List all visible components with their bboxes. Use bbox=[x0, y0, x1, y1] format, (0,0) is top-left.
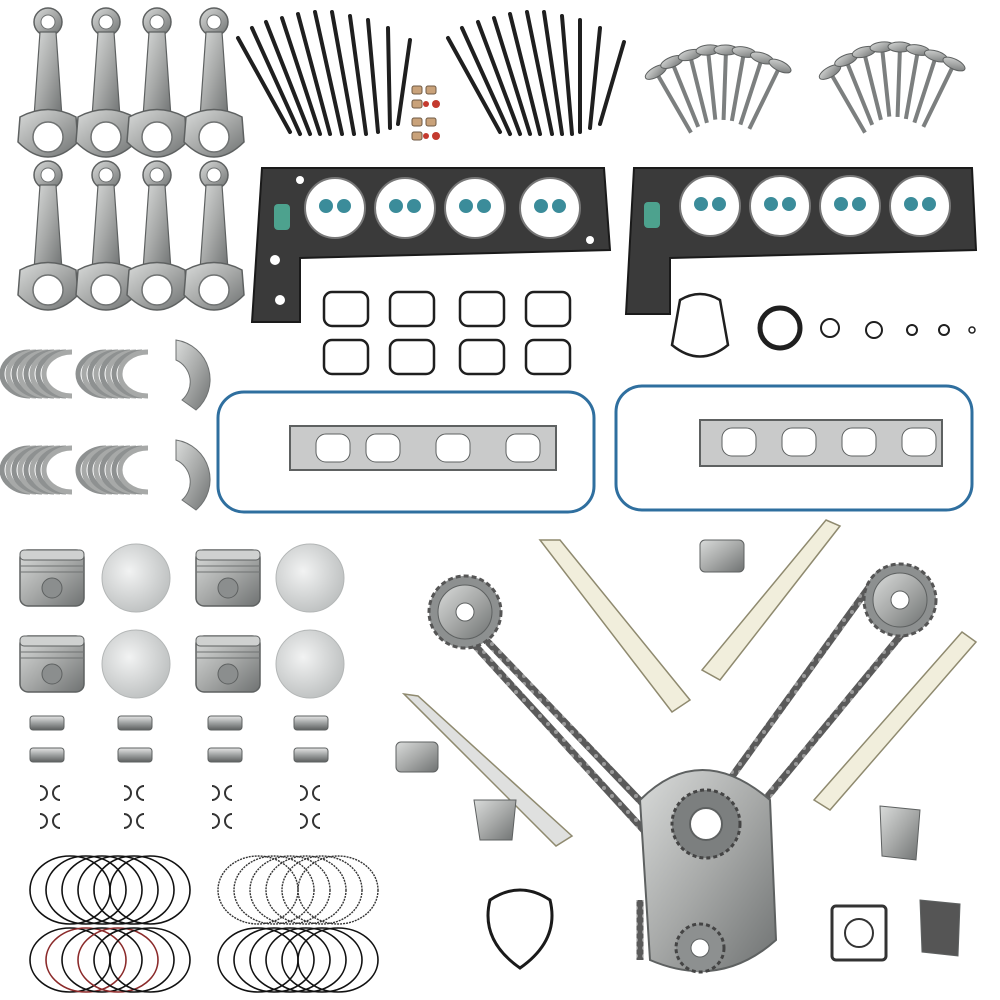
thrust-washers bbox=[175, 339, 211, 511]
valve-cover-gasket-left bbox=[216, 390, 596, 514]
pin-clips bbox=[39, 785, 321, 829]
piston-rings-set-4 bbox=[217, 927, 379, 993]
small-plates bbox=[473, 799, 961, 962]
timing-chains bbox=[437, 569, 933, 960]
cam-sprocket-left bbox=[427, 574, 503, 650]
piston-rings-set-3 bbox=[29, 927, 191, 993]
chain-guides bbox=[401, 519, 978, 847]
valves-right bbox=[815, 38, 967, 141]
head-bolts-left bbox=[236, 10, 412, 136]
head-gasket-right bbox=[624, 167, 978, 315]
piston-tops bbox=[101, 543, 345, 699]
small-bolts bbox=[411, 85, 440, 141]
cam-sprocket-right bbox=[862, 562, 938, 638]
intake-port-gaskets bbox=[322, 290, 572, 376]
wrist-pins bbox=[29, 715, 329, 763]
valve-cover-gasket-right bbox=[614, 384, 974, 512]
head-bolts-right bbox=[446, 10, 626, 136]
exhaust-gasket-right bbox=[699, 419, 943, 467]
connecting-rods bbox=[17, 7, 245, 311]
bearing-sets bbox=[2, 352, 148, 492]
exhaust-gasket-left bbox=[289, 425, 557, 471]
timing-cover bbox=[638, 769, 778, 974]
chain-tensioners bbox=[395, 539, 745, 773]
misc-seals bbox=[670, 292, 976, 358]
head-gasket-left bbox=[250, 167, 612, 323]
piston-rings-set-2 bbox=[217, 855, 379, 925]
piston-rings-set-1 bbox=[29, 855, 191, 925]
timing-cover-gasket bbox=[486, 888, 554, 970]
valves-left bbox=[641, 41, 793, 141]
